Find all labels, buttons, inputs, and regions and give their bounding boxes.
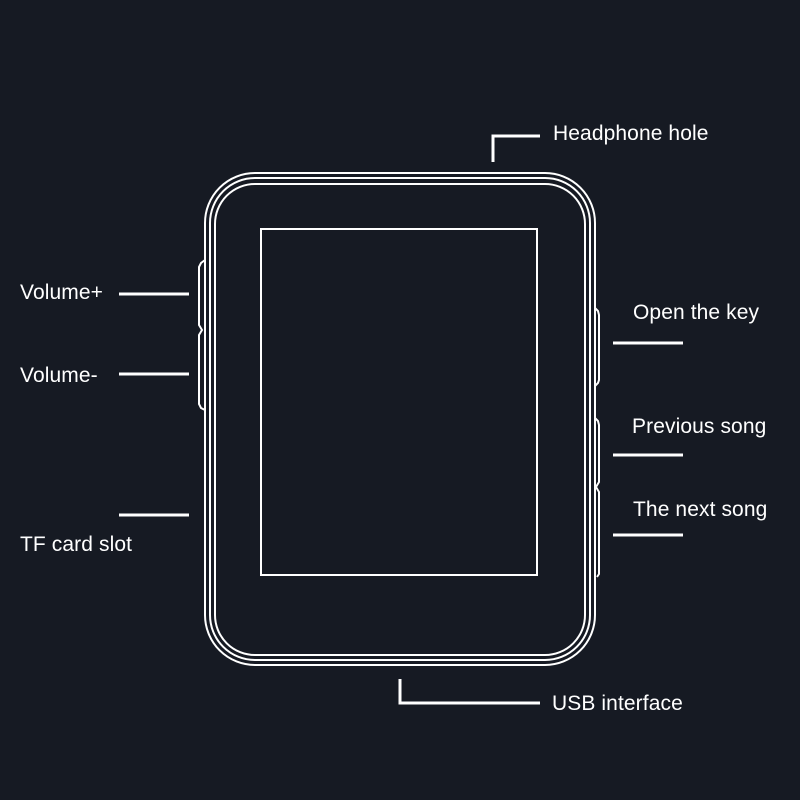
usb-leader-line — [398, 679, 540, 705]
volume-down-label: Volume- — [20, 364, 98, 387]
volume-up-label: Volume+ — [20, 281, 104, 304]
previous-song-label: Previous song — [632, 415, 767, 438]
next-song-label: The next song — [633, 498, 768, 521]
prev-next-rocker — [594, 417, 600, 578]
tf-card-slot-label: TF card slot — [20, 533, 133, 556]
open-the-key-label: Open the key — [633, 301, 760, 324]
body-middle-edge — [209, 177, 591, 661]
power-button — [594, 307, 600, 387]
headphone-hole-label: Headphone hole — [553, 122, 709, 145]
body-inner-edge — [214, 183, 586, 656]
headphone-leader-line — [491, 134, 540, 162]
usb-interface-label: USB interface — [552, 692, 683, 715]
volume-rocker — [198, 259, 206, 411]
screen — [260, 228, 538, 576]
